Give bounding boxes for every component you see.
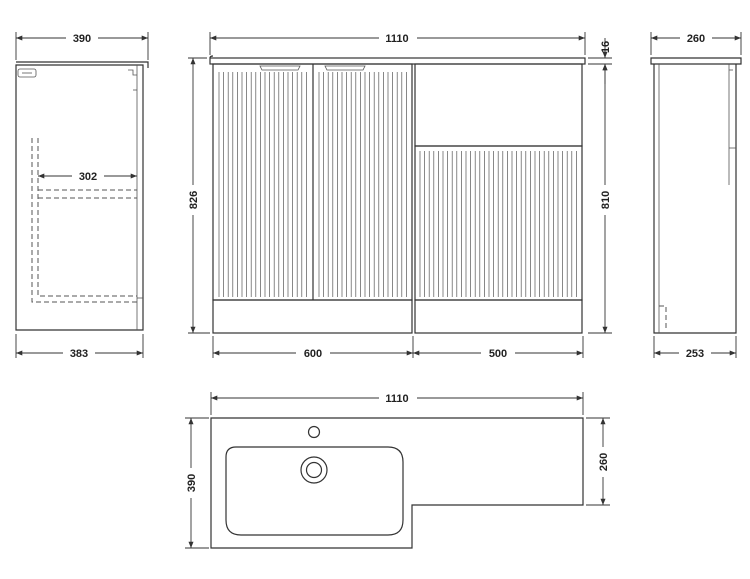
tap-hole-icon bbox=[307, 425, 321, 439]
dim-front-right-unit-label: 500 bbox=[489, 348, 507, 360]
dim-front-width-label: 1110 bbox=[385, 33, 408, 45]
dim-front-right-unit: 500 bbox=[413, 336, 584, 360]
dim-top-thickness: 16 bbox=[588, 38, 612, 84]
dim-plan-depth-label: 390 bbox=[186, 474, 198, 492]
side-view-left bbox=[15, 61, 149, 331]
side-view-right bbox=[650, 57, 742, 334]
dim-left-bottom-label: 383 bbox=[70, 348, 88, 360]
drain-inner-icon bbox=[305, 461, 323, 479]
plan-view bbox=[210, 417, 584, 549]
dim-right-top: 260 bbox=[650, 31, 742, 55]
dim-front-right-height: 810 bbox=[588, 64, 612, 334]
dim-front-left-unit: 600 bbox=[212, 336, 414, 360]
dim-front-left-unit-label: 600 bbox=[304, 348, 322, 360]
dim-plan-depth: 390 bbox=[184, 417, 209, 549]
dim-right-top-label: 260 bbox=[687, 33, 705, 45]
dim-front-left-height: 826 bbox=[186, 57, 210, 334]
dim-left-top: 390 bbox=[15, 31, 149, 60]
dim-left-inner: 302 bbox=[38, 169, 137, 183]
dim-right-bottom: 253 bbox=[653, 336, 737, 360]
front-view bbox=[209, 55, 586, 334]
drain-outer-icon bbox=[300, 456, 328, 484]
dim-top-thickness-label: 16 bbox=[600, 41, 612, 53]
dim-plan-width-label: 1110 bbox=[385, 393, 408, 405]
dim-plan-return: 260 bbox=[586, 417, 610, 506]
door-flutes-right bbox=[419, 151, 577, 297]
dim-left-inner-label: 302 bbox=[79, 171, 97, 183]
dim-left-bottom: 383 bbox=[15, 334, 144, 360]
dim-right-bottom-label: 253 bbox=[686, 348, 704, 360]
door-flutes-left bbox=[218, 72, 307, 297]
dim-front-right-height-label: 810 bbox=[600, 191, 612, 209]
dim-left-top-label: 390 bbox=[73, 33, 91, 45]
dim-plan-width: 1110 bbox=[210, 391, 584, 415]
door-flutes-middle bbox=[318, 72, 407, 297]
dim-front-left-height-label: 826 bbox=[188, 191, 200, 209]
dim-front-width: 1110 bbox=[209, 31, 586, 55]
dim-plan-return-label: 260 bbox=[598, 453, 610, 471]
